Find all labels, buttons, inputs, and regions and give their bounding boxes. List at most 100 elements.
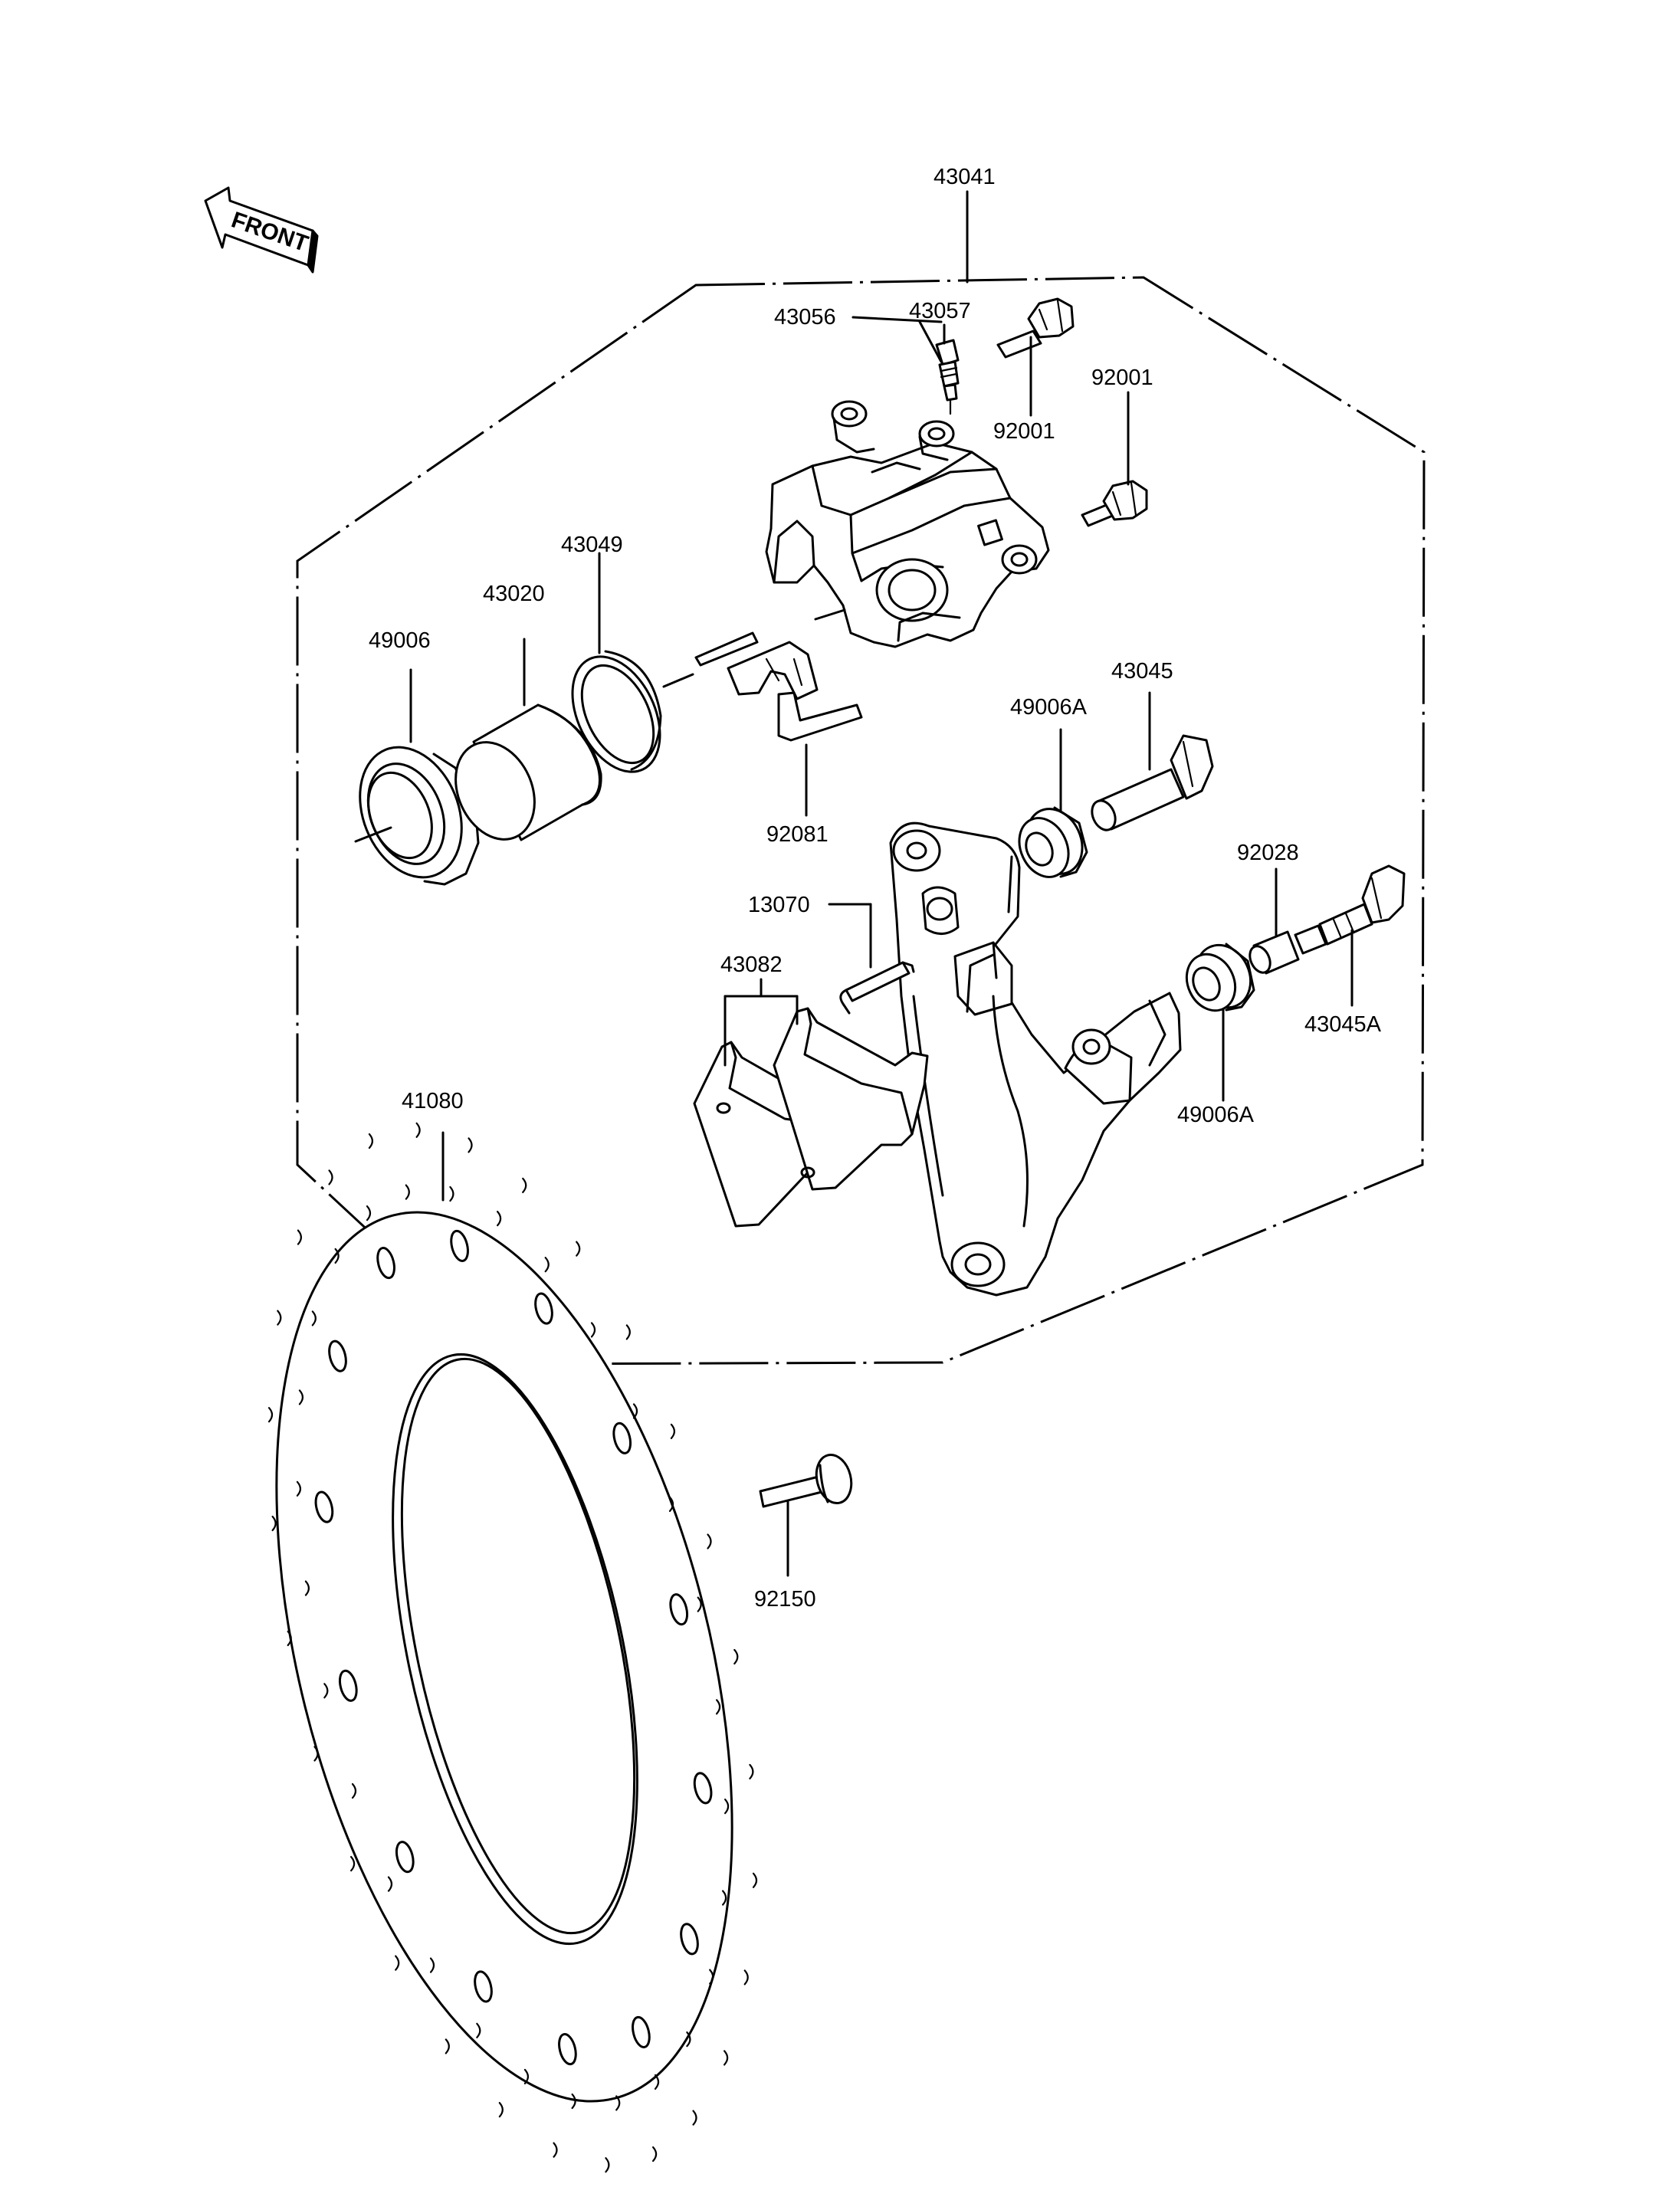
disc-vent-mark — [571, 2093, 576, 2110]
disc-vent-mark — [625, 1324, 631, 1340]
disc-vent-mark — [697, 1596, 702, 1612]
disc-vent-mark — [449, 1185, 454, 1202]
bleed-valve — [935, 339, 960, 415]
label-43045: 43045 — [1111, 659, 1173, 684]
disc-vent-mark — [445, 2038, 450, 2054]
disc-vent-mark — [724, 2050, 729, 2066]
label-92001-upper: 92001 — [993, 419, 1055, 444]
assembly-boundary — [296, 276, 1426, 1366]
disc-vent-mark — [668, 1496, 674, 1512]
disc-vent-mark — [522, 1177, 527, 1193]
disc-vent-mark — [313, 1746, 319, 1762]
axis-line-seal — [354, 826, 392, 843]
disc-vent-mark — [304, 1580, 310, 1596]
disc-hole — [612, 1421, 632, 1454]
leader-43056b — [918, 320, 943, 363]
disc-vent-mark — [323, 1683, 329, 1699]
disc-vent-mark — [605, 2157, 610, 2173]
disc-hole — [558, 2033, 577, 2066]
label-13070: 13070 — [748, 893, 810, 917]
disc-vent-mark — [277, 1310, 282, 1326]
disc-vent-mark — [311, 1310, 317, 1326]
label-49006A-upper: 49006A — [1010, 695, 1088, 720]
piston-seal — [571, 650, 662, 773]
disc-vent-mark — [405, 1184, 410, 1200]
disc-vent-mark — [752, 1872, 758, 1888]
pad-spring — [694, 631, 863, 742]
label-92001-lower: 92001 — [1091, 366, 1153, 390]
disc-vent-mark — [652, 2146, 658, 2163]
disc-hole — [450, 1229, 469, 1262]
disc-vent-mark — [368, 1133, 373, 1149]
disc-vent-mark — [328, 1169, 333, 1185]
label-49006A-lower: 49006A — [1177, 1103, 1255, 1127]
label-43082: 43082 — [720, 953, 783, 977]
disc-hole — [338, 1669, 358, 1702]
disc-vent-mark — [523, 2068, 529, 2084]
bushing-upper — [1018, 806, 1088, 878]
disc-vent-mark — [298, 1389, 304, 1405]
disc-vent-mark — [722, 1890, 727, 1906]
disc-vent-mark — [350, 1856, 356, 1872]
sleeve — [1249, 930, 1300, 975]
disc-hole — [328, 1340, 347, 1372]
disc-vent-mark — [716, 1699, 721, 1715]
disc-vent-mark — [395, 1955, 400, 1971]
disc-hole — [693, 1772, 713, 1805]
pad-pin-clip — [839, 961, 915, 1015]
disc-vent-mark — [429, 1957, 435, 1973]
label-92081: 92081 — [766, 822, 829, 847]
disc-vent-mark — [271, 1515, 277, 1532]
bushing-lower — [1185, 943, 1255, 1012]
bolt-lower — [1081, 480, 1148, 527]
disc-bolt — [759, 1453, 853, 1508]
leader-43056 — [851, 316, 943, 323]
brake-disc — [267, 1122, 758, 2173]
label-92028: 92028 — [1237, 841, 1299, 865]
disc-vent-mark — [709, 1969, 714, 1985]
disc-vent-mark — [287, 1630, 292, 1647]
disc-vent-mark — [497, 1211, 502, 1227]
disc-vent-mark — [576, 1241, 581, 1257]
disc-vent-mark — [749, 1763, 754, 1780]
label-43045A: 43045A — [1304, 1012, 1382, 1037]
label-43049: 43049 — [561, 533, 623, 557]
label-92150: 92150 — [754, 1587, 816, 1612]
disc-vent-mark — [724, 1799, 730, 1815]
label-49006: 49006 — [369, 628, 431, 653]
disc-vent-mark — [415, 1122, 421, 1138]
bolt-upper — [996, 297, 1075, 359]
caliper-bracket — [889, 821, 1182, 1297]
disc-vent-mark — [476, 2022, 481, 2038]
disc-vent-mark — [733, 1648, 739, 1665]
disc-vent-mark — [297, 1229, 302, 1245]
disc-vent-mark — [743, 1969, 749, 1985]
disc-vent-mark — [615, 2095, 621, 2111]
dust-seal — [359, 746, 480, 886]
disc-vent-mark — [590, 1322, 596, 1338]
axis-line-piston — [662, 673, 694, 688]
disc-hole — [376, 1247, 395, 1280]
axis-line-caliper — [814, 608, 846, 621]
caliper-body — [765, 400, 1050, 648]
disc-vent-mark — [654, 2074, 660, 2090]
disc-vent-mark — [468, 1137, 473, 1153]
disc-hole — [395, 1841, 415, 1874]
disc-vent-mark — [334, 1248, 340, 1264]
disc-hole — [314, 1490, 334, 1523]
disc-hole — [474, 1970, 493, 2003]
front-arrow-icon: FRONT — [204, 186, 319, 274]
disc-vent-mark — [351, 1783, 357, 1799]
disc-vent-mark — [387, 1876, 393, 1892]
disc-vent-mark — [707, 1533, 712, 1549]
slide-pin-a — [1294, 864, 1406, 955]
disc-vent-mark — [498, 2102, 504, 2118]
disc-hole — [534, 1292, 553, 1325]
disc-vent-mark — [692, 2110, 697, 2126]
disc-vent-mark — [296, 1481, 301, 1497]
piston — [454, 703, 602, 841]
disc-vent-mark — [544, 1257, 550, 1273]
label-43057: 43057 — [909, 299, 971, 323]
disc-vent-mark — [670, 1423, 675, 1439]
